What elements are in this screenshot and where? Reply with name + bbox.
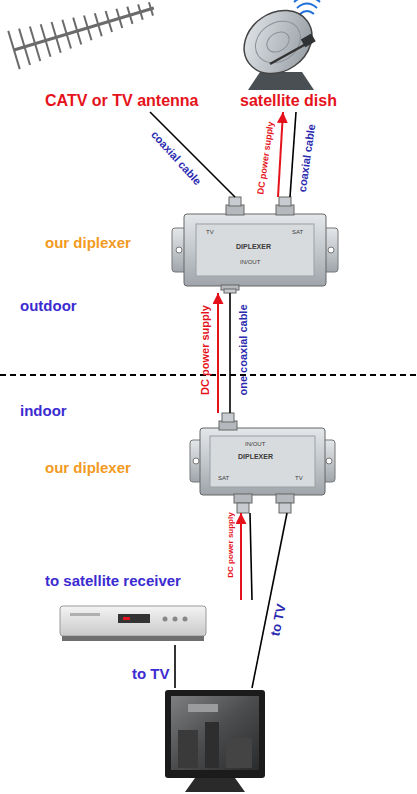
tv-node: to TV	[165, 688, 265, 794]
edge-label: DC power supply	[227, 512, 235, 577]
port-print: IN/OUT	[240, 259, 260, 266]
dish-illustration	[232, 0, 324, 90]
node-heading: our diplexer	[45, 460, 131, 477]
coax-cable	[229, 293, 231, 413]
diplexer-node: our diplexerTVDIPLEXERSATIN/OUT	[170, 197, 335, 293]
coax-cable	[174, 645, 176, 688]
diplexer-illustration	[190, 413, 335, 513]
edge-label: one coaxial cable	[238, 304, 249, 395]
edge-label: DC power supply	[256, 121, 275, 195]
node-heading: to satellite receiver	[45, 573, 181, 590]
node-heading: CATV or TV antenna	[45, 92, 199, 110]
diplexer-node: our diplexerIN/OUTDIPLEXERSATTV	[190, 413, 335, 513]
coax-cable	[252, 513, 287, 688]
port-print: TV	[295, 475, 303, 482]
power-arrow	[240, 513, 242, 600]
power-arrow	[278, 112, 283, 197]
dish-node: satellite dish	[225, 0, 375, 112]
region-label: outdoor	[20, 297, 77, 314]
antenna-illustration	[8, 0, 159, 69]
diplexer-illustration	[172, 197, 338, 293]
antenna-node: CATV or TV antenna	[0, 0, 205, 112]
device-print: DIPLEXER	[236, 243, 271, 251]
coax-cable	[250, 513, 252, 600]
receiver-node: to satellite receiver	[60, 600, 255, 645]
port-print: SAT	[292, 229, 303, 236]
device-print: DIPLEXER	[238, 453, 273, 461]
node-heading: to TV	[132, 666, 170, 683]
region-label: indoor	[20, 402, 67, 419]
coax-cable	[150, 112, 235, 197]
port-print: IN/OUT	[245, 441, 265, 448]
receiver-illustration	[60, 606, 206, 641]
port-print: TV	[206, 229, 214, 236]
port-print: SAT	[218, 475, 229, 482]
node-heading: satellite dish	[240, 92, 337, 110]
coax-cable	[290, 112, 296, 197]
node-heading: our diplexer	[45, 235, 131, 252]
tv-illustration	[165, 690, 265, 792]
power-arrow	[217, 293, 219, 413]
edge-label: DC power supply	[200, 305, 211, 395]
divider-line	[0, 374, 417, 376]
edge-label: coaxial cable	[149, 129, 203, 187]
edge-label: coaxial cable	[297, 123, 317, 192]
edge-label: to TV	[268, 603, 287, 637]
